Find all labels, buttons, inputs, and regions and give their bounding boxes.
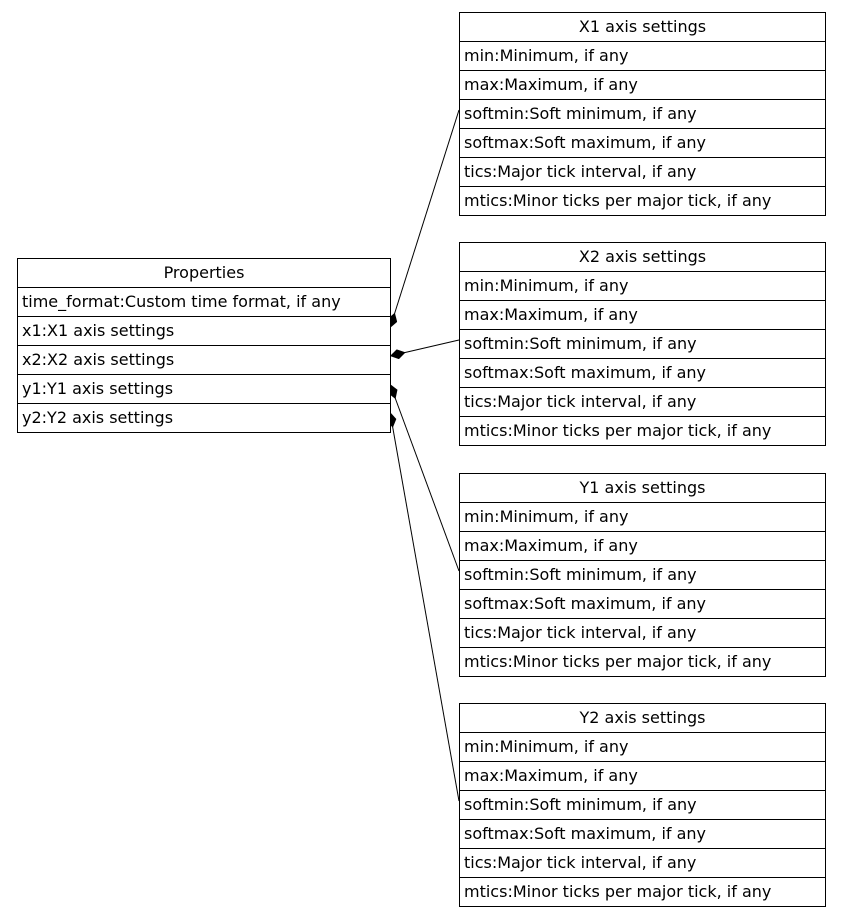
y1-row-softmin: softmin:Soft minimum, if any xyxy=(460,560,825,589)
x1-table-title: X1 axis settings xyxy=(578,17,707,36)
x1-row-min: min:Minimum, if any xyxy=(460,41,825,70)
y2-row-mtics: mtics:Minor ticks per major tick, if any xyxy=(460,877,825,906)
x2-row-min: min:Minimum, if any xyxy=(460,271,825,300)
edge-properties-x2 xyxy=(389,339,460,360)
y1-axis-settings-table: Y1 axis settings min:Minimum, if any max… xyxy=(459,473,826,677)
x1-row-mtics: mtics:Minor ticks per major tick, if any xyxy=(460,186,825,215)
properties-table-title: Properties xyxy=(163,263,245,282)
y2-axis-settings-table: Y2 axis settings min:Minimum, if any max… xyxy=(459,703,826,907)
properties-row-y1: y1:Y1 axis settings xyxy=(18,374,390,403)
y2-table-title: Y2 axis settings xyxy=(579,708,706,727)
y1-row-mtics: mtics:Minor ticks per major tick, if any xyxy=(460,647,825,676)
y2-row-min: min:Minimum, if any xyxy=(460,732,825,761)
y1-row-min: min:Minimum, if any xyxy=(460,502,825,531)
y1-row-max: max:Maximum, if any xyxy=(460,531,825,560)
properties-row-x2: x2:X2 axis settings xyxy=(18,345,390,374)
x1-row-tics: tics:Major tick interval, if any xyxy=(460,157,825,186)
edge-properties-y1 xyxy=(388,383,460,572)
y1-table-title: Y1 axis settings xyxy=(579,478,706,497)
properties-row-x1: x1:X1 axis settings xyxy=(18,316,390,345)
properties-row-time-format: time_format:Custom time format, if any xyxy=(18,287,390,316)
properties-row-y2: y2:Y2 axis settings xyxy=(18,403,390,432)
x2-table-title: X2 axis settings xyxy=(578,247,707,266)
x2-row-softmin: softmin:Soft minimum, if any xyxy=(460,329,825,358)
properties-table: Properties time_format:Custom time forma… xyxy=(17,258,391,433)
x1-axis-settings-table: X1 axis settings min:Minimum, if any max… xyxy=(459,12,826,216)
y2-row-softmin: softmin:Soft minimum, if any xyxy=(460,790,825,819)
x2-row-tics: tics:Major tick interval, if any xyxy=(460,387,825,416)
x2-row-softmax: softmax:Soft maximum, if any xyxy=(460,358,825,387)
edge-properties-y2 xyxy=(386,411,460,802)
x2-row-max: max:Maximum, if any xyxy=(460,300,825,329)
y1-row-tics: tics:Major tick interval, if any xyxy=(460,618,825,647)
y1-row-softmax: softmax:Soft maximum, if any xyxy=(460,589,825,618)
y2-row-tics: tics:Major tick interval, if any xyxy=(460,848,825,877)
x2-row-mtics: mtics:Minor ticks per major tick, if any xyxy=(460,416,825,445)
x1-row-softmin: softmin:Soft minimum, if any xyxy=(460,99,825,128)
x1-row-max: max:Maximum, if any xyxy=(460,70,825,99)
x1-row-softmax: softmax:Soft maximum, if any xyxy=(460,128,825,157)
y2-row-softmax: softmax:Soft maximum, if any xyxy=(460,819,825,848)
x2-axis-settings-table: X2 axis settings min:Minimum, if any max… xyxy=(459,242,826,446)
y2-row-max: max:Maximum, if any xyxy=(460,761,825,790)
edge-properties-x1 xyxy=(387,109,460,329)
